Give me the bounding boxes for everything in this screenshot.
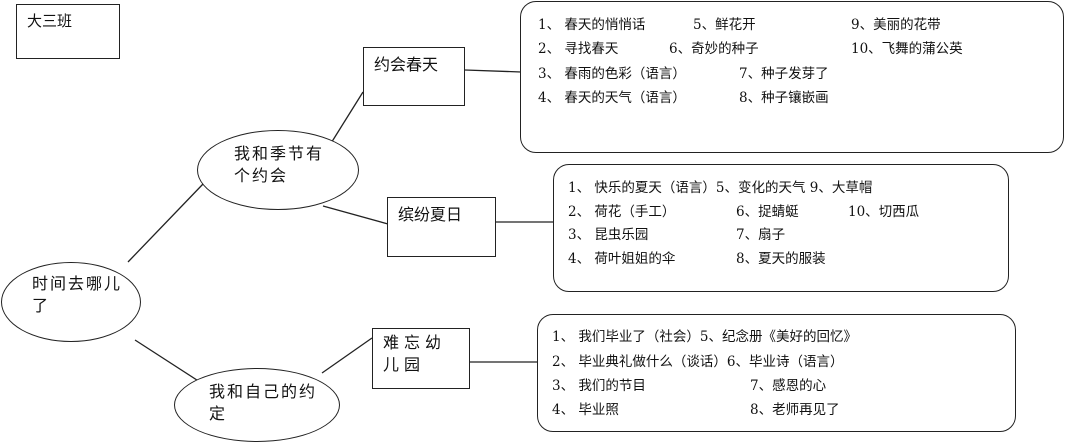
link-theme1-spring (327, 91, 364, 149)
activity-item: 2、 寻找春天 (538, 41, 619, 57)
activity-box-spring: 1、 春天的悄悄话 5、鲜花开 9、美丽的花带 2、 寻找春天 6、奇妙的种子 … (520, 1, 1064, 153)
activity-item: 1、 春天的悄悄话 (538, 17, 646, 33)
activity-item: 3、 我们的节目 (552, 378, 646, 394)
activity-item: 4、 荷叶姐姐的伞 (568, 251, 676, 267)
activity-item: 7、种子发芽了 (739, 66, 829, 82)
subtheme-summer: 缤纷夏日 (387, 197, 496, 257)
activity-item: 5、鲜花开 (693, 17, 756, 33)
link-root-theme2 (134, 339, 201, 383)
activity-item: 8、夏天的服装 (736, 251, 826, 267)
activity-item: 4、 毕业照 (552, 402, 619, 418)
activity-item: 10、切西瓜 (848, 204, 920, 220)
activity-item: 9、美丽的花带 (851, 17, 941, 33)
subtheme-label-summer: 缤纷夏日 (398, 205, 463, 224)
link-spring-box (464, 69, 522, 73)
root-label: 时间去哪儿了 (32, 274, 123, 315)
link-theme2-kindergarten (321, 337, 373, 374)
activity-item: 7、感恩的心 (750, 378, 827, 394)
activity-item: 7、扇子 (736, 227, 786, 243)
subtheme-label-kindergarten: 难忘幼儿园 (383, 333, 447, 374)
activity-item: 2、 荷花（手工） (568, 204, 676, 220)
root-node: 时间去哪儿了 (1, 262, 141, 342)
activity-item: 8、种子镶嵌画 (739, 90, 829, 106)
theme-label-seasons: 我和季节有个约会 (234, 144, 325, 185)
class-label-box: 大三班 (16, 4, 120, 59)
activity-box-kindergarten: 1、 我们毕业了（社会）5、纪念册《美好的回忆》 2、 毕业典礼做什么（谈话）6… (537, 314, 1016, 432)
activity-item: 6、奇妙的种子 (669, 41, 759, 57)
theme-node-self: 我和自己的约定 (174, 368, 340, 442)
link-root-theme1 (127, 183, 204, 263)
activity-item: 2、 毕业典礼做什么（谈话）6、毕业诗（语言） (552, 354, 844, 370)
link-theme1-summer (322, 205, 389, 225)
theme-node-seasons: 我和季节有个约会 (197, 130, 359, 210)
activity-item: 10、飞舞的蒲公英 (851, 41, 963, 57)
activity-item: 3、 春雨的色彩（语言） (538, 66, 686, 82)
subtheme-spring: 约会春天 (363, 47, 465, 106)
activity-item: 1、 我们毕业了（社会）5、纪念册《美好的回忆》 (552, 329, 857, 345)
activity-box-summer: 1、 快乐的夏天（语言）5、变化的天气 9、大草帽 2、 荷花（手工） 6、捉蜻… (553, 164, 1009, 292)
subtheme-label-spring: 约会春天 (374, 55, 439, 74)
class-label: 大三班 (27, 12, 73, 30)
theme-label-self: 我和自己的约定 (209, 382, 318, 423)
subtheme-kindergarten: 难忘幼儿园 (372, 328, 470, 389)
activity-item: 3、 昆虫乐园 (568, 227, 649, 243)
activity-item: 6、捉蜻蜓 (736, 204, 799, 220)
activity-item: 8、老师再见了 (750, 402, 840, 418)
activity-item: 1、 快乐的夏天（语言）5、变化的天气 9、大草帽 (568, 180, 873, 196)
activity-item: 4、 春天的天气（语言） (538, 90, 686, 106)
